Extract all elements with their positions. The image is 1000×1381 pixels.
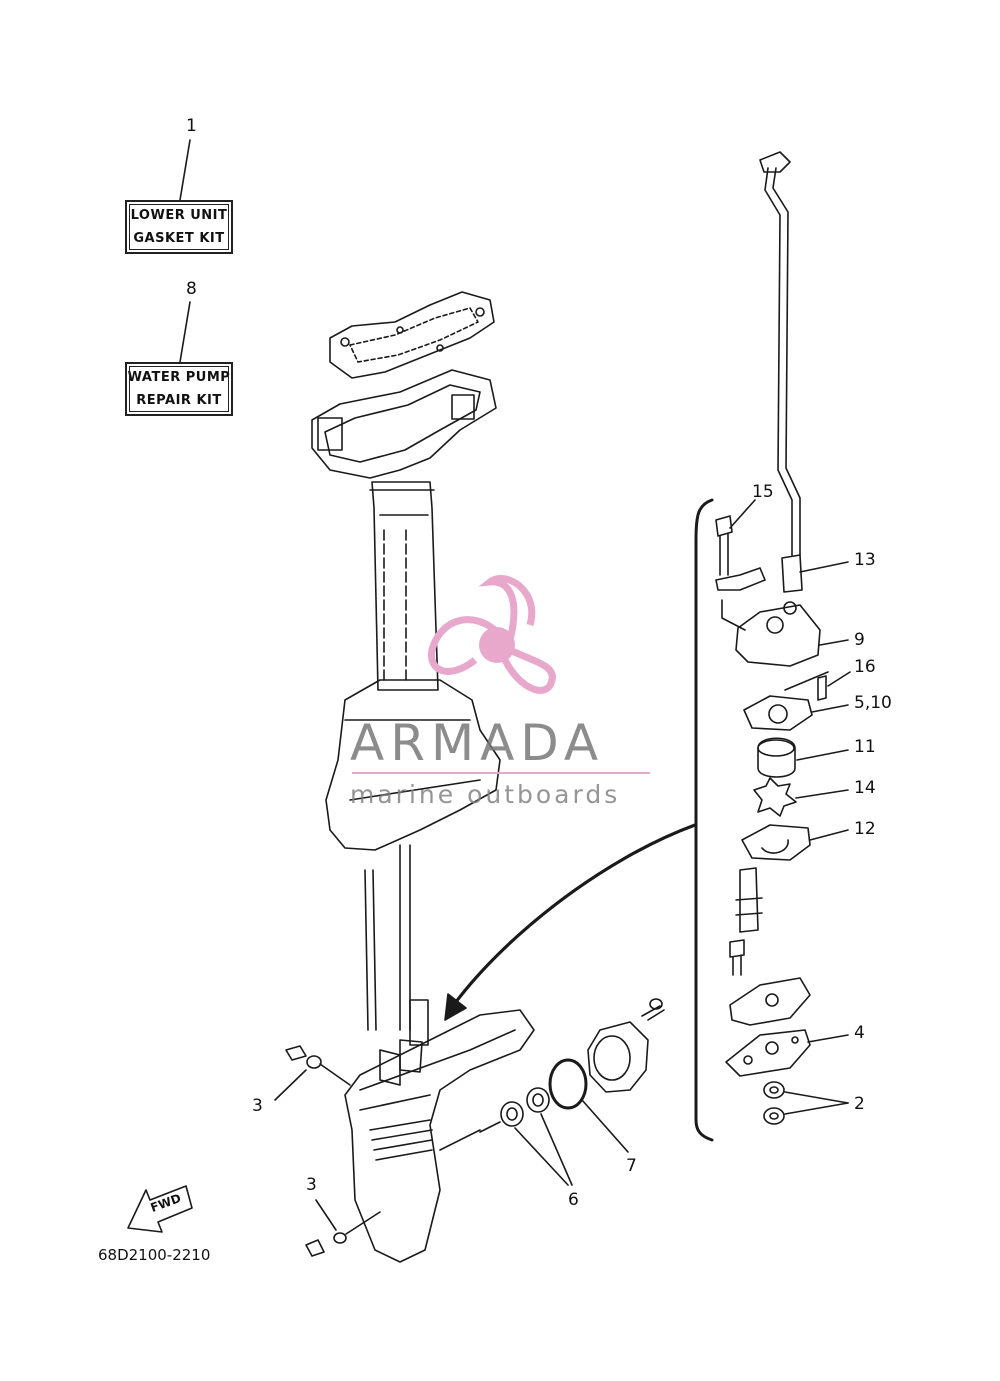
water-pump-repair-kit-box: WATER PUMP REPAIR KIT — [125, 362, 233, 416]
propeller-icon — [428, 575, 556, 694]
shift-rod — [364, 869, 377, 1031]
callout-6: 6 — [568, 1190, 579, 1210]
leader-8 — [179, 301, 191, 363]
kit-8-line2: REPAIR KIT — [136, 393, 222, 408]
driveshaft-housing — [371, 481, 439, 691]
leader-1 — [179, 139, 191, 201]
oil-seal-6b — [526, 1087, 550, 1113]
oil-seal-6a — [500, 1101, 524, 1127]
callout-2: 2 — [854, 1094, 865, 1114]
diagram-code: 68D2100-2210 — [98, 1246, 211, 1264]
top-gasket — [329, 291, 495, 379]
callout-11: 11 — [854, 737, 876, 757]
oil-seal-2b — [763, 1107, 785, 1125]
mid-section — [325, 679, 501, 851]
gasket-4 — [725, 1029, 811, 1077]
impeller-14 — [753, 777, 797, 817]
callout-13: 13 — [854, 550, 876, 570]
water-tube — [764, 167, 801, 556]
callout-3-upper: 3 — [252, 1096, 263, 1116]
drive-shaft — [399, 844, 411, 1031]
pump-base — [729, 977, 811, 1026]
callout-3-lower: 3 — [306, 1175, 317, 1195]
pump-drive-part — [735, 867, 763, 933]
bolt-lower — [729, 939, 745, 976]
fwd-arrow — [127, 1185, 193, 1233]
callout-5-10: 5,10 — [854, 693, 892, 713]
callout-7: 7 — [626, 1156, 637, 1176]
housing-top-plate — [311, 369, 497, 479]
grommet-13 — [781, 554, 803, 593]
screw-3-upper — [285, 1045, 307, 1061]
screw-3-lower — [305, 1239, 325, 1257]
watermark-tagline: marine outboards — [350, 780, 621, 809]
callout-16: 16 — [854, 657, 876, 677]
prop-shaft-housing — [587, 1021, 649, 1093]
pin-16 — [817, 675, 827, 701]
impeller-housing-11 — [757, 737, 796, 778]
callout-4: 4 — [854, 1023, 865, 1043]
kit-1-line2: GASKET KIT — [133, 231, 225, 246]
callout-8: 8 — [186, 279, 197, 299]
callout-1: 1 — [186, 116, 197, 136]
watermark-name: ARMADA — [350, 714, 605, 772]
callout-12: 12 — [854, 819, 876, 839]
assembly-arrow — [448, 823, 697, 1012]
lower-unit-gasket-kit-box: LOWER UNIT GASKET KIT — [125, 200, 233, 254]
kit-8-line1: WATER PUMP — [127, 370, 231, 385]
gasket-5-10 — [743, 695, 813, 731]
kit-bracket — [694, 498, 714, 1142]
callout-9: 9 — [854, 630, 865, 650]
oil-seal-2a — [763, 1081, 785, 1099]
outer-plate-12 — [741, 824, 811, 861]
callout-14: 14 — [854, 778, 876, 798]
bolt-15 — [715, 515, 733, 576]
callout-15: 15 — [752, 482, 774, 502]
kit-1-line1: LOWER UNIT — [130, 208, 228, 223]
gear-case — [344, 1009, 535, 1263]
pump-housing-9 — [735, 604, 821, 667]
o-ring-7 — [548, 1058, 588, 1110]
